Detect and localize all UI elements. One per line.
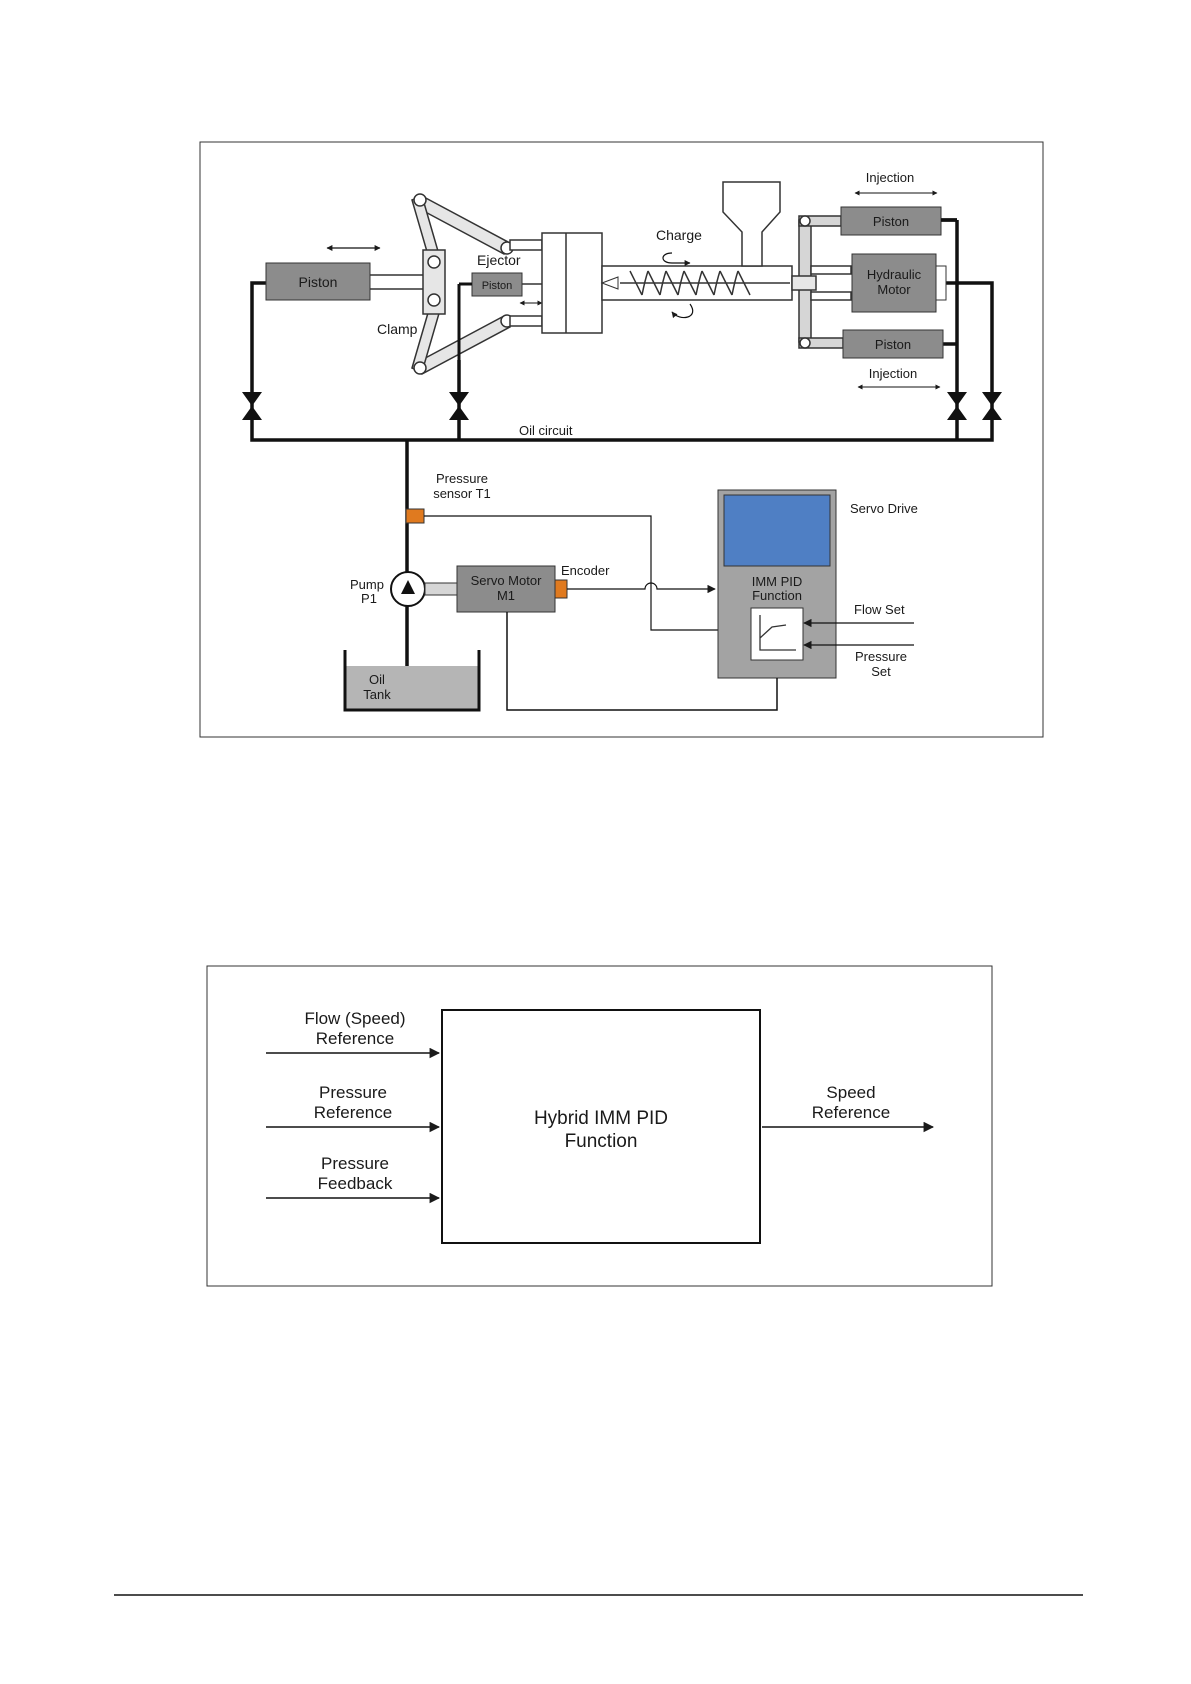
- encoder: [554, 579, 568, 599]
- injection-top-label: Injection: [866, 170, 914, 185]
- piston-left: [265, 262, 371, 301]
- pump-arrow: [401, 580, 415, 594]
- block-label-line1: Hybrid IMM PID: [534, 1108, 668, 1129]
- drive-to-motor-power-line: [506, 612, 778, 711]
- input1-label-line1: Flow (Speed): [304, 1009, 405, 1028]
- servo-motor-label-line2: M1: [497, 588, 515, 603]
- injection-frame: [791, 215, 852, 349]
- servo-motor-label-line1: Servo Motor: [471, 573, 542, 588]
- pid-function-block: [750, 607, 804, 661]
- servo-motor: [456, 565, 556, 613]
- pump-shaft: [424, 582, 458, 596]
- hybrid-imm-pid-block: [441, 1009, 761, 1244]
- ejector-piston-label: Piston: [482, 280, 513, 292]
- piston-bottom-right: [842, 329, 944, 359]
- valve-right-outer: [982, 392, 1002, 420]
- oil-tank: [343, 650, 481, 712]
- block-label-line2: Function: [565, 1131, 638, 1152]
- rotation-arrow-top: [662, 252, 691, 266]
- output-label-line2: Reference: [812, 1103, 890, 1122]
- piston-top-right: [840, 206, 942, 236]
- oil-circuit-lines: [250, 218, 994, 700]
- figure-1-hydraulic-diagram: Piston Clamp Ejector Piston: [199, 141, 1044, 738]
- injection-bottom-label: Injection: [869, 366, 917, 381]
- mold: [541, 232, 603, 334]
- screw: [620, 270, 790, 296]
- imm-pid-label-line1: IMM PID: [752, 574, 803, 589]
- pump-label-line1: Pump: [350, 577, 384, 592]
- pump-label-line2: P1: [361, 591, 377, 606]
- piston-left-label: Piston: [299, 274, 338, 290]
- servo-drive-screen: [723, 494, 831, 567]
- encoder-label: Encoder: [561, 563, 610, 578]
- clamp-mechanism: [411, 193, 514, 376]
- ejector-label: Ejector: [477, 252, 521, 268]
- hopper: [722, 181, 781, 267]
- valve-right-inner: [947, 392, 967, 420]
- hydraulic-motor-label-line2: Motor: [877, 282, 911, 297]
- flow-set-label: Flow Set: [854, 602, 905, 617]
- piston-bottom-right-label: Piston: [875, 337, 911, 352]
- oil-tank-label-line2: Tank: [363, 687, 391, 702]
- encoder-signal: [567, 582, 716, 594]
- imm-pid-label-line2: Function: [752, 588, 802, 603]
- rotation-arrow-bottom: [671, 303, 694, 319]
- hydraulic-motor: [851, 253, 937, 313]
- output-label-line1: Speed: [826, 1083, 875, 1102]
- oil-tank-fluid: [345, 666, 479, 710]
- servo-drive-label: Servo Drive: [850, 501, 918, 516]
- hydraulic-motor-port: [935, 265, 947, 301]
- input1-label-line2: Reference: [316, 1029, 394, 1048]
- oil-tank-label-line1: Oil: [369, 672, 385, 687]
- pressure-sensor: [405, 508, 425, 524]
- charge-label: Charge: [656, 227, 702, 243]
- input3-label-line2: Feedback: [318, 1174, 393, 1193]
- figure-2-block-diagram: Hybrid IMM PID Function Flow (Speed) Ref…: [206, 965, 993, 1287]
- pressure-sensor-label-line2: sensor T1: [433, 486, 491, 501]
- nozzle: [600, 276, 619, 290]
- input2-label-line1: Pressure: [319, 1083, 387, 1102]
- pressure-set-label-line2: Set: [871, 664, 891, 679]
- pressure-set-label-line1: Pressure: [855, 649, 907, 664]
- pressure-sensor-label-line1: Pressure: [436, 471, 488, 486]
- input3-label-line1: Pressure: [321, 1154, 389, 1173]
- hydraulic-motor-label-line1: Hydraulic: [867, 267, 922, 282]
- oil-circuit-label: Oil circuit: [519, 423, 573, 438]
- clamp-label: Clamp: [377, 321, 418, 337]
- valve-ejector: [449, 392, 469, 420]
- pressure-feedback-signal: [424, 515, 743, 635]
- valve-left: [242, 392, 262, 420]
- input2-label-line2: Reference: [314, 1103, 392, 1122]
- piston-top-right-label: Piston: [873, 214, 909, 229]
- pid-curve-icon: [759, 615, 796, 651]
